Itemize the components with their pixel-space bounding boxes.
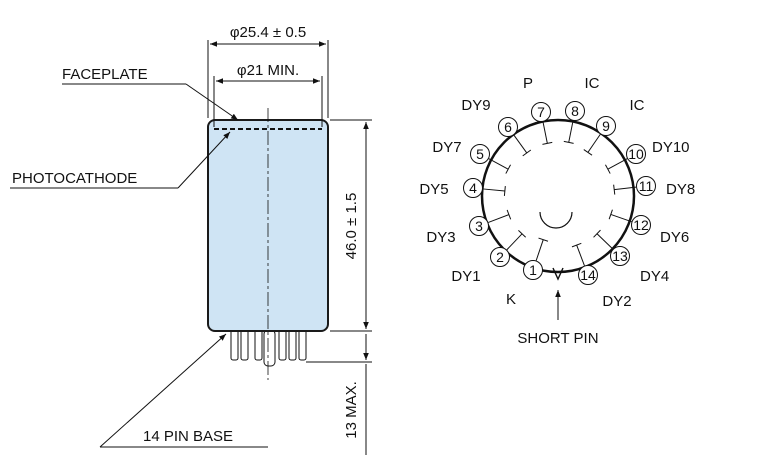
base-text: 13 MAX. — [343, 381, 360, 439]
pin-circle — [626, 144, 646, 164]
electrode-mark — [613, 184, 616, 195]
pin-lead — [614, 186, 637, 191]
pin-circle — [469, 216, 489, 236]
pin-number: 10 — [628, 146, 644, 162]
inner-diameter-text: φ21 MIN. — [237, 62, 299, 79]
pin-circle — [463, 178, 483, 198]
pin-circle — [523, 260, 543, 280]
pin-lead — [513, 134, 528, 154]
short-pin-label: SHORT PIN — [517, 330, 598, 347]
pin-number: 13 — [612, 248, 628, 264]
pin-label: DY8 — [666, 181, 695, 198]
pin-label: DY7 — [432, 139, 461, 156]
base-pins — [230, 329, 307, 367]
internal-wiring — [482, 120, 637, 266]
pin-number: 7 — [537, 104, 545, 120]
electrode-mark — [542, 141, 553, 145]
dim-outer-diameter: φ25.4 ± 0.5 — [207, 24, 329, 118]
pin-label: DY1 — [451, 268, 480, 285]
photocathode-label: PHOTOCATHODE — [12, 170, 137, 187]
pin-label: P — [523, 75, 533, 92]
pin-label: IC — [630, 97, 645, 114]
pin-number: 14 — [580, 267, 596, 283]
pin-number: 9 — [602, 118, 610, 134]
pin-circle — [631, 215, 651, 235]
electrode-mark — [605, 164, 611, 174]
electrode-mark — [593, 229, 601, 238]
pin-label: DY5 — [419, 181, 448, 198]
pin-lead — [506, 233, 523, 251]
pin-label: K — [506, 291, 516, 308]
pin-number: 4 — [469, 180, 477, 196]
pin-lead — [488, 158, 509, 170]
pin-lead — [610, 213, 632, 223]
pin-number: 12 — [633, 217, 649, 233]
pin-number: 8 — [571, 103, 579, 119]
electrode-mark — [608, 209, 613, 220]
pin-lead — [482, 188, 505, 192]
pin-circle — [565, 101, 585, 121]
pin-circle — [531, 102, 551, 122]
pin-lead — [488, 214, 510, 223]
pin-label: IC — [585, 75, 600, 92]
pin-circle — [490, 247, 510, 267]
pin-circle — [596, 116, 616, 136]
pin-number: 2 — [496, 249, 504, 265]
pin-lead — [576, 244, 585, 266]
pin-circle — [578, 265, 598, 285]
electrode-mark — [538, 237, 549, 242]
electrode-mark — [583, 149, 593, 156]
pin-lead — [568, 120, 574, 143]
pin-label: DY6 — [660, 229, 689, 246]
dim-height: 46.0 ± 1.5 — [330, 119, 372, 332]
electrode-mark — [505, 164, 511, 174]
pin-label: DY4 — [640, 268, 669, 285]
faceplate-label: FACEPLATE — [62, 66, 148, 83]
pin-number: 5 — [476, 146, 484, 162]
electrode-mark — [503, 185, 506, 197]
leader-faceplate: FACEPLATE — [62, 66, 239, 121]
pin-base-label: 14 PIN BASE — [143, 428, 233, 445]
pin-label: DY10 — [652, 139, 690, 156]
pin-number: 11 — [639, 178, 654, 194]
tube-outline — [207, 108, 329, 380]
leader-pin-base: 14 PIN BASE — [99, 333, 268, 448]
dim-base: 13 MAX. — [306, 334, 372, 455]
pin-circle — [498, 117, 518, 137]
pin-circle — [610, 246, 630, 266]
short-pin-marker — [552, 267, 564, 281]
pin-lead — [535, 239, 544, 261]
pin-number: 1 — [529, 262, 537, 278]
pin-label: DY9 — [461, 97, 490, 114]
pin-lead — [542, 121, 548, 144]
electrode-mark — [522, 149, 532, 157]
cathode-arc — [539, 211, 573, 229]
outer-diameter-text: φ25.4 ± 0.5 — [230, 24, 306, 41]
leader-photocathode: PHOTOCATHODE — [10, 131, 231, 189]
electrode-mark — [563, 140, 574, 144]
pin-circle — [636, 176, 656, 196]
pin-number: 6 — [504, 119, 512, 135]
height-text: 46.0 ± 1.5 — [343, 193, 360, 260]
electrode-mark — [506, 209, 512, 220]
dim-inner-diameter: φ21 MIN. — [213, 62, 323, 127]
pin-number: 3 — [475, 218, 483, 234]
pin-label: DY2 — [602, 293, 631, 310]
pin-label: DY3 — [426, 229, 455, 246]
electrode-mark — [518, 230, 527, 238]
pin-circle — [470, 144, 490, 164]
electrode-mark — [571, 242, 582, 248]
base-circle — [480, 118, 636, 274]
pin-lead — [587, 133, 601, 153]
pin-lead — [596, 233, 614, 250]
pin-lead — [607, 158, 628, 170]
